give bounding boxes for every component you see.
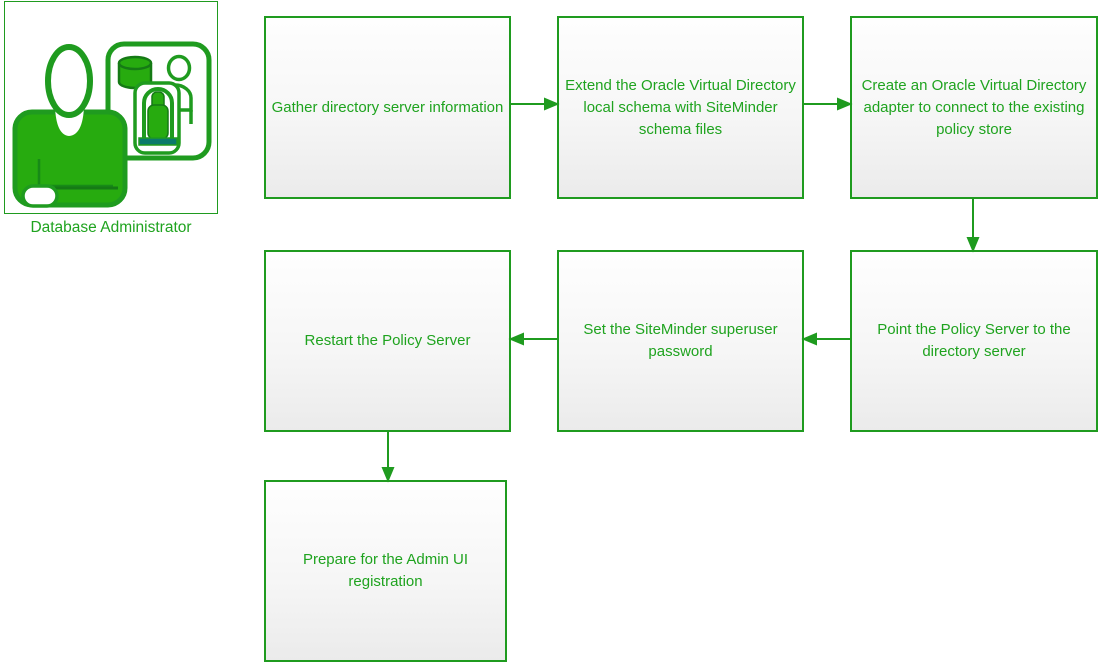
step-label: Extend the Oracle Virtual Directory loca… <box>565 76 796 138</box>
database-administrator-icon <box>4 1 218 214</box>
step-extend-ovd-schema: Extend the Oracle Virtual Directory loca… <box>557 16 804 199</box>
step-label: Point the Policy Server to the directory… <box>877 321 1071 360</box>
step-label: Create an Oracle Virtual Directory adapt… <box>861 76 1087 138</box>
step-label: Prepare for the Admin UI registration <box>302 551 469 590</box>
step-set-superuser-password: Set the SiteMinder superuser password <box>557 250 804 432</box>
step-create-ovd-adapter: Create an Oracle Virtual Directory adapt… <box>850 16 1098 199</box>
actor-label: Database Administrator <box>30 219 192 236</box>
step-point-policy-server: Point the Policy Server to the directory… <box>850 250 1098 432</box>
step-label: Set the SiteMinder superuser password <box>583 321 778 360</box>
step-label: Restart the Policy Server <box>304 332 471 349</box>
arrow-point-to-set <box>801 332 850 346</box>
arrow-extend-to-create <box>804 97 853 111</box>
step-restart-policy-server: Restart the Policy Server <box>264 250 511 432</box>
arrow-gather-to-extend <box>511 97 560 111</box>
arrow-restart-to-prepare <box>381 432 395 483</box>
step-label: Gather directory server information <box>271 98 504 116</box>
admin-person-icon <box>12 41 212 208</box>
arrow-set-to-restart <box>508 332 557 346</box>
arrow-create-to-point <box>966 199 980 253</box>
step-prepare-admin-ui: Prepare for the Admin UI registration <box>264 480 507 662</box>
person-icon <box>12 44 128 208</box>
database-security-icon <box>105 41 212 161</box>
step-gather-directory-info: Gather directory server information <box>264 16 511 199</box>
